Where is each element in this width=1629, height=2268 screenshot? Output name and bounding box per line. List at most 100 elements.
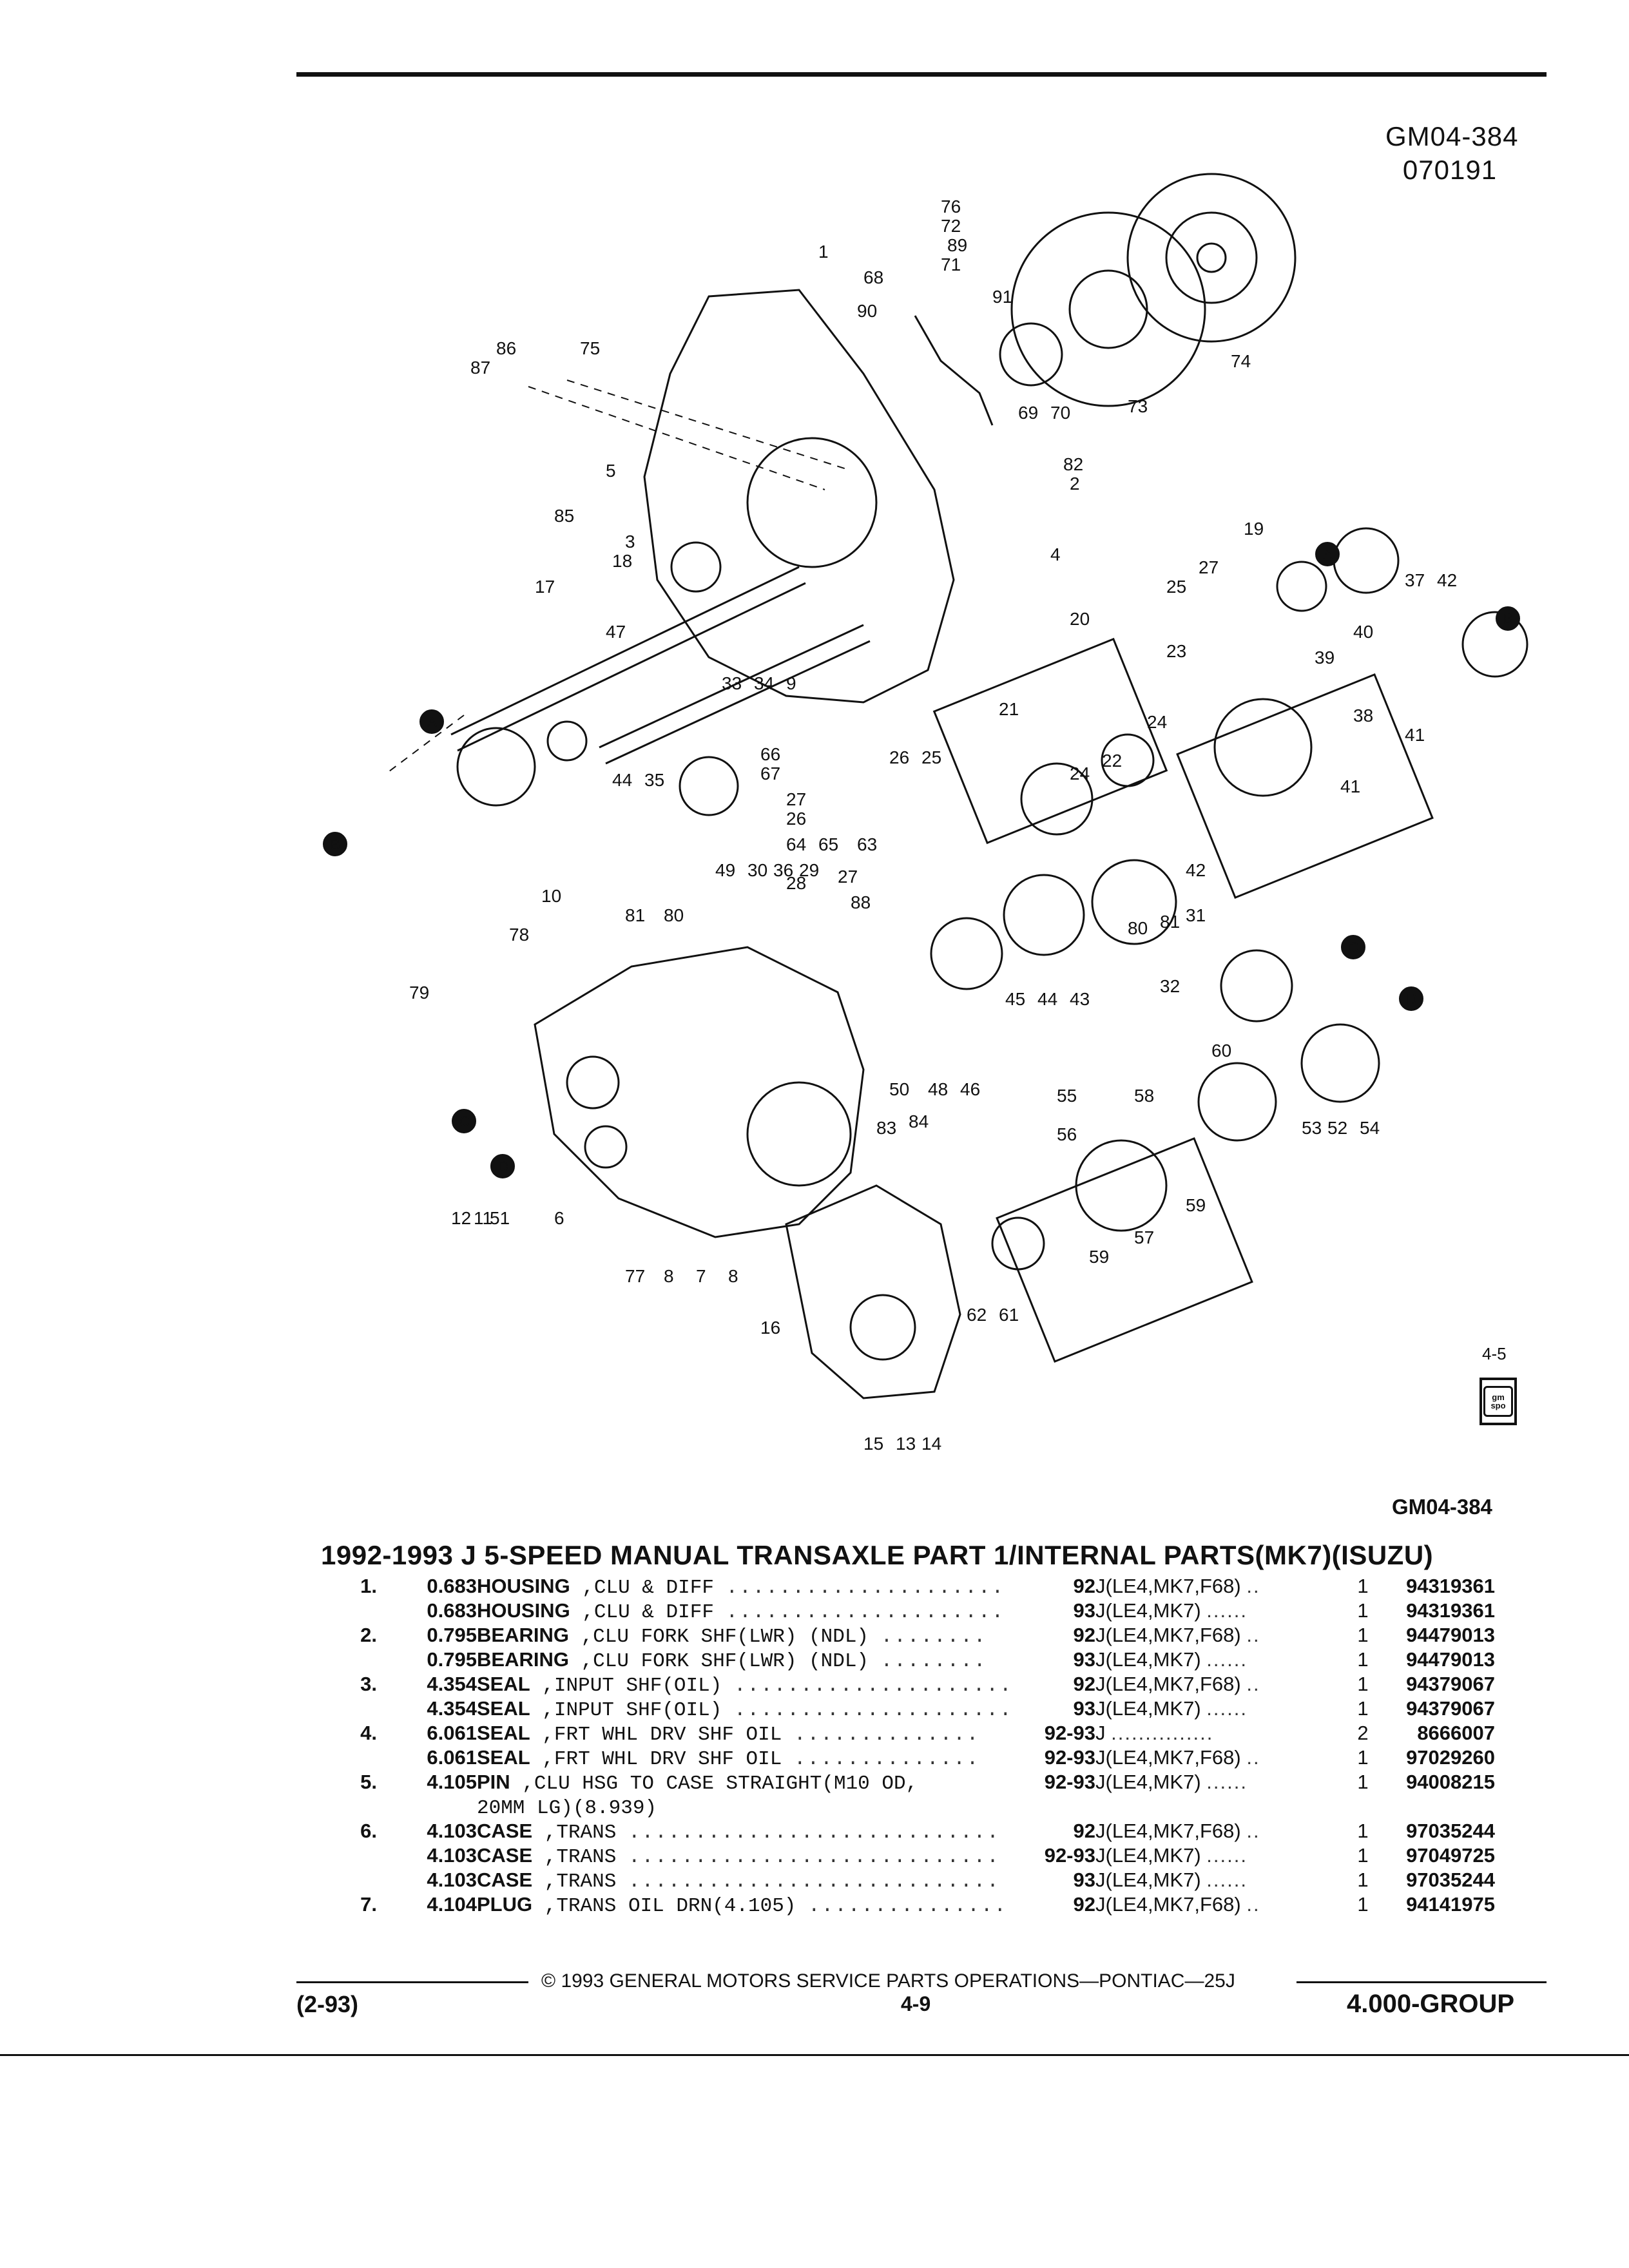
clutch-housing-shape — [643, 289, 955, 704]
ref-number: 89 — [947, 235, 967, 255]
page-number: 4-9 — [901, 1992, 931, 2015]
ref-number: 57 — [1134, 1227, 1154, 1247]
group-code-text: 4.104 — [427, 1893, 477, 1916]
group-code-text: 4.103 — [427, 1869, 477, 1891]
model-year-text: 92-93 — [1044, 1844, 1095, 1867]
ref-number: 46 — [960, 1079, 980, 1099]
group-code: 0.795 — [377, 1624, 477, 1648]
model-year-text: 92 — [1073, 1820, 1095, 1842]
ref-number: 70 — [1050, 403, 1070, 423]
model-year: 92 — [1031, 1624, 1095, 1648]
quantity-text: 1 — [1357, 1599, 1369, 1622]
part-name: BEARING — [477, 1624, 569, 1646]
usage: J(LE4,MK7) ...... — [1095, 1869, 1347, 1893]
ref-number: 54 — [1360, 1118, 1380, 1138]
part-name: SEAL — [477, 1673, 530, 1695]
ref-number: 24 — [1147, 712, 1167, 732]
ref-number: 88 — [851, 892, 871, 912]
leader-dots: .. — [1246, 1575, 1260, 1597]
ref-number: 83 — [876, 1118, 896, 1138]
ref-number: 39 — [1315, 648, 1335, 668]
item-number — [303, 1599, 377, 1624]
part-desc: ,CLU HSG TO CASE STRAIGHT(M10 OD, — [522, 1773, 918, 1795]
part-name: CASE — [477, 1869, 533, 1891]
item-number: 3. — [303, 1673, 377, 1697]
model-year-text: 92 — [1073, 1673, 1095, 1695]
description: HOUSING ,CLU & DIFF ....................… — [477, 1575, 1031, 1599]
part-name: PIN — [477, 1771, 510, 1793]
ref-number: 49 — [715, 860, 735, 880]
model-year-text: 93 — [1073, 1648, 1095, 1671]
ref-number: 16 — [760, 1318, 780, 1338]
part-number-text: 97035244 — [1406, 1869, 1495, 1891]
ref-number: 4 — [1050, 544, 1061, 564]
description: PIN ,CLU HSG TO CASE STRAIGHT(M10 OD, — [477, 1771, 1031, 1795]
ref-number: 11 — [474, 1208, 492, 1228]
ref-number: 68 — [863, 267, 883, 287]
ref-number: 24 — [1070, 764, 1090, 783]
part-desc: ,CLU & DIFF — [582, 1601, 714, 1624]
part-number: 97035244 — [1379, 1869, 1495, 1893]
ref-number: 34 — [754, 673, 774, 693]
leader-dots: .............. — [793, 1724, 980, 1746]
description: CASE ,TRANS ............................ — [477, 1820, 1031, 1844]
part-number-text: 94008215 — [1406, 1771, 1495, 1793]
quantity-text: 1 — [1357, 1746, 1369, 1769]
quantity: 1 — [1347, 1893, 1379, 1917]
ref-number: 60 — [1211, 1041, 1231, 1061]
synchro-box-2 — [1176, 673, 1434, 899]
input-shaft-shape — [450, 566, 800, 736]
callout-letter: C — [1349, 939, 1359, 956]
ref-number: 19 — [1244, 519, 1264, 539]
part-name: BEARING — [477, 1648, 569, 1671]
item-number — [303, 1697, 377, 1722]
part-desc: ,TRANS — [544, 1846, 617, 1869]
part-name: SEAL — [477, 1697, 530, 1720]
part-number: 94379067 — [1379, 1697, 1495, 1722]
ref-number: 80 — [1128, 918, 1148, 938]
illustration-code: GM04-384 — [1385, 121, 1519, 151]
part-number: 94479013 — [1379, 1648, 1495, 1673]
ref-number: 78 — [509, 925, 529, 945]
ref-number: 86 — [496, 338, 516, 358]
callout-letter: D — [498, 1158, 508, 1175]
group-code: 4.103 — [377, 1869, 477, 1893]
quantity: 1 — [1347, 1771, 1379, 1795]
quantity: 2 — [1347, 1722, 1379, 1746]
model-year-text: 92 — [1073, 1575, 1095, 1597]
ref-number: 32 — [1160, 976, 1180, 996]
item-number: 1. — [303, 1575, 377, 1599]
ref-number: 59 — [1186, 1195, 1206, 1215]
usage-text: J(LE4,MK7,F68) — [1095, 1575, 1241, 1597]
copyright-text: © 1993 GENERAL MOTORS SERVICE PARTS OPER… — [541, 1970, 1235, 1992]
ref-number: 67 — [760, 764, 780, 783]
model-year-text: 92 — [1073, 1624, 1095, 1646]
footer-rule-left — [296, 1981, 528, 1983]
clutch-disc-shape — [1126, 173, 1296, 343]
model-year: 92-93 — [1031, 1722, 1095, 1746]
quantity: 1 — [1347, 1697, 1379, 1722]
callout-letter: A — [427, 714, 437, 730]
group-code: 0.683 — [377, 1575, 477, 1599]
ref-number: 21 — [999, 699, 1019, 719]
ref-number: 62 — [967, 1305, 987, 1325]
ref-number: 90 — [857, 301, 877, 321]
part-desc: ,FRT WHL DRV SHF OIL — [542, 1748, 782, 1771]
usage-text: J(LE4,MK7) — [1095, 1844, 1201, 1867]
ref-number: 12 — [451, 1208, 471, 1228]
ref-number: 43 — [1070, 989, 1090, 1009]
part-desc: ,CLU FORK SHF(LWR) (NDL) — [581, 1650, 869, 1673]
ref-number: 37 — [1405, 570, 1425, 590]
usage: J(LE4,MK7) ...... — [1095, 1771, 1347, 1795]
group-code: 6.061 — [377, 1722, 477, 1746]
ref-number: 59 — [1089, 1247, 1109, 1267]
leader-dots: ...... — [1206, 1599, 1248, 1622]
part-name: CASE — [477, 1820, 533, 1842]
model-year: 92-93 — [1031, 1844, 1095, 1869]
quantity: 1 — [1347, 1820, 1379, 1844]
model-year-text: 92-93 — [1044, 1722, 1095, 1744]
quantity-text: 1 — [1357, 1575, 1369, 1597]
usage: J(LE4,MK7,F68) .. — [1095, 1673, 1347, 1697]
